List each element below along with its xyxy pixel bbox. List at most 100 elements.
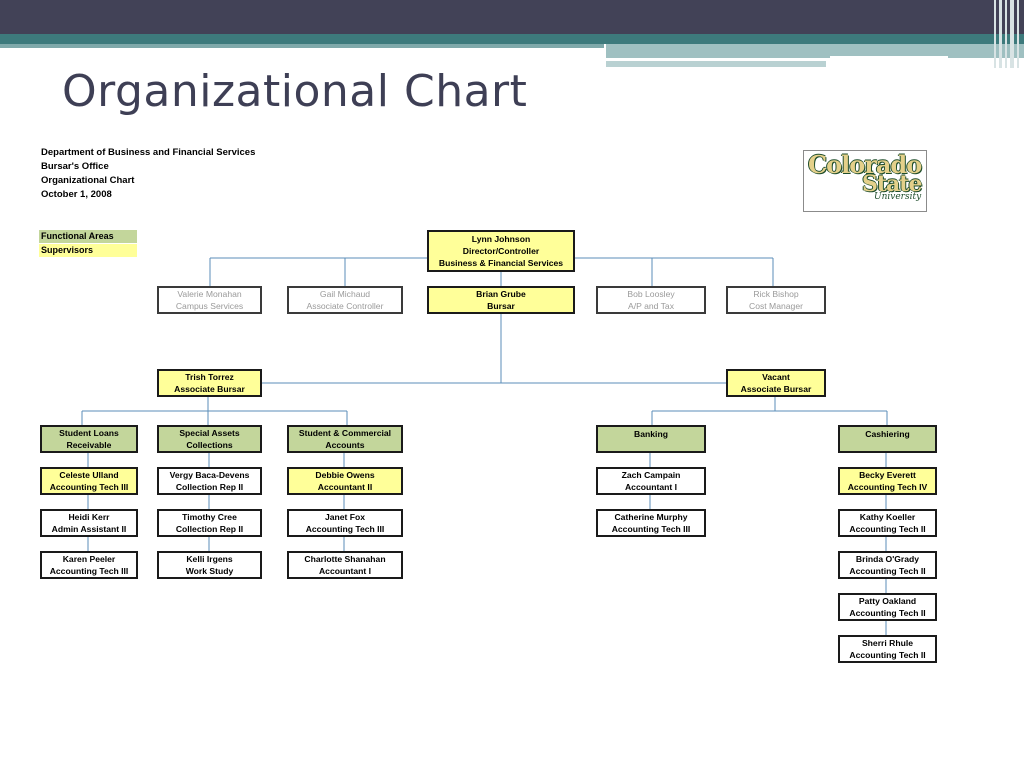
- node-title: Accounting Tech III: [49, 482, 129, 492]
- header-date: October 1, 2008: [41, 189, 112, 200]
- accent-stripe: [606, 61, 826, 67]
- org-node-becky-everett: Becky Everett Accounting Tech IV: [838, 467, 937, 495]
- accent-stripe: [0, 34, 1024, 44]
- org-node-associate-bursar-vacant: Vacant Associate Bursar: [726, 369, 826, 397]
- node-name: Brinda O'Grady: [855, 554, 920, 564]
- node-title: Admin Assistant II: [51, 524, 127, 534]
- org-node-catherine-murphy: Catherine Murphy Accounting Tech III: [596, 509, 706, 537]
- legend-functional-areas: Functional Areas: [39, 230, 137, 243]
- node-name: Charlotte Shanahan: [304, 554, 386, 564]
- org-node-cost-manager: Rick Bishop Cost Manager: [726, 286, 826, 314]
- node-name: Heidi Kerr: [68, 512, 110, 522]
- node-name: Valerie Monahan: [177, 289, 242, 299]
- header-doc-type: Organizational Chart: [41, 175, 135, 186]
- node-title: Accounting Tech III: [305, 524, 385, 534]
- node-name: Karen Peeler: [62, 554, 116, 564]
- node-name: Debbie Owens: [315, 470, 375, 480]
- node-title: Campus Services: [175, 301, 244, 311]
- org-node-debbie-owens: Debbie Owens Accountant II: [287, 467, 403, 495]
- node-name: Trish Torrez: [185, 372, 234, 382]
- header-department: Department of Business and Financial Ser…: [41, 147, 256, 158]
- node-title: Accountant I: [624, 482, 678, 492]
- org-node-associate-bursar-trish: Trish Torrez Associate Bursar: [157, 369, 262, 397]
- area-line: Student & Commercial: [298, 428, 392, 438]
- node-title: Accounting Tech II: [849, 566, 926, 576]
- accent-stripe: [0, 44, 604, 48]
- node-dept: Business & Financial Services: [438, 258, 564, 268]
- area-line: Student Loans: [59, 428, 119, 438]
- node-name: Vacant: [762, 372, 790, 382]
- legend-supervisors: Supervisors: [39, 244, 137, 257]
- area-line: Cashiering: [865, 429, 910, 439]
- org-node-heidi-kerr: Heidi Kerr Admin Assistant II: [40, 509, 138, 537]
- org-area-special-assets: Special Assets Collections: [157, 425, 262, 453]
- node-name: Timothy Cree: [182, 512, 237, 522]
- org-node-janet-fox: Janet Fox Accounting Tech III: [287, 509, 403, 537]
- node-name: Lynn Johnson: [471, 234, 531, 244]
- area-line: Special Assets: [179, 428, 240, 438]
- node-title: Accounting Tech III: [611, 524, 691, 534]
- node-name: Kelli Irgens: [186, 554, 233, 564]
- node-name: Patty Oakland: [858, 596, 917, 606]
- node-title: Accounting Tech IV: [847, 482, 928, 492]
- accent-stripe: [830, 56, 948, 59]
- chart-header: Department of Business and Financial Ser…: [41, 146, 255, 202]
- node-title: Accounting Tech III: [49, 566, 129, 576]
- org-area-cashiering: Cashiering: [838, 425, 937, 453]
- node-name: Rick Bishop: [753, 289, 799, 299]
- node-name: Janet Fox: [324, 512, 366, 522]
- org-node-celeste-ulland: Celeste Ulland Accounting Tech III: [40, 467, 138, 495]
- area-line: Banking: [634, 429, 668, 439]
- org-node-patty-oakland: Patty Oakland Accounting Tech II: [838, 593, 937, 621]
- header-office: Bursar's Office: [41, 161, 109, 172]
- node-name: Bob Loosley: [627, 289, 675, 299]
- org-node-campus-services: Valerie Monahan Campus Services: [157, 286, 262, 314]
- org-node-associate-controller: Gail Michaud Associate Controller: [287, 286, 403, 314]
- org-node-sherri-rhule: Sherri Rhule Accounting Tech II: [838, 635, 937, 663]
- org-node-zach-campain: Zach Campain Accountant I: [596, 467, 706, 495]
- node-name: Gail Michaud: [319, 289, 371, 299]
- area-line: Collections: [186, 440, 233, 450]
- node-title: Associate Bursar: [174, 384, 245, 394]
- node-title: Cost Manager: [749, 301, 803, 311]
- node-name: Brian Grube: [476, 289, 526, 299]
- node-title: Accountant I: [318, 566, 372, 576]
- org-node-director: Lynn Johnson Director/Controller Busines…: [427, 230, 575, 272]
- org-node-charlotte-shanahan: Charlotte Shanahan Accountant I: [287, 551, 403, 579]
- top-bar: [0, 0, 1024, 34]
- node-name: Becky Everett: [859, 470, 916, 480]
- corner-stripes: [992, 0, 1024, 68]
- logo-text-state: State: [862, 171, 922, 197]
- node-name: Zach Campain: [621, 470, 681, 480]
- org-area-student-commercial: Student & Commercial Accounts: [287, 425, 403, 453]
- node-title: Accounting Tech II: [849, 650, 926, 660]
- org-node-timothy-cree: Timothy Cree Collection Rep II: [157, 509, 262, 537]
- accent-stripe: [606, 44, 1024, 58]
- node-title: Collection Rep II: [175, 482, 244, 492]
- org-node-kelli-irgens: Kelli Irgens Work Study: [157, 551, 262, 579]
- node-title: Accountant II: [317, 482, 373, 492]
- org-node-karen-peeler: Karen Peeler Accounting Tech III: [40, 551, 138, 579]
- org-node-brinda-ogrady: Brinda O'Grady Accounting Tech II: [838, 551, 937, 579]
- org-node-vergy-baca-devens: Vergy Baca-Devens Collection Rep II: [157, 467, 262, 495]
- node-title: Associate Bursar: [740, 384, 812, 394]
- org-area-student-loans: Student Loans Receivable: [40, 425, 138, 453]
- node-name: Catherine Murphy: [614, 512, 688, 522]
- node-title: Collection Rep II: [175, 524, 244, 534]
- node-name: Sherri Rhule: [861, 638, 914, 648]
- org-node-ap-tax: Bob Loosley A/P and Tax: [596, 286, 706, 314]
- university-logo: Colorado State University: [803, 150, 927, 212]
- logo-text-colorado: Colorado: [808, 150, 922, 179]
- area-line: Accounts: [325, 440, 365, 450]
- logo-text-university: University: [874, 192, 922, 202]
- org-node-kathy-koeller: Kathy Koeller Accounting Tech II: [838, 509, 937, 537]
- node-name: Vergy Baca-Devens: [169, 470, 250, 480]
- node-title: A/P and Tax: [627, 301, 675, 311]
- node-title: Accounting Tech II: [849, 608, 926, 618]
- org-node-bursar: Brian Grube Bursar: [427, 286, 575, 314]
- node-title: Associate Controller: [306, 301, 384, 311]
- org-area-banking: Banking: [596, 425, 706, 453]
- node-name: Kathy Koeller: [859, 512, 916, 522]
- node-title: Bursar: [487, 301, 515, 311]
